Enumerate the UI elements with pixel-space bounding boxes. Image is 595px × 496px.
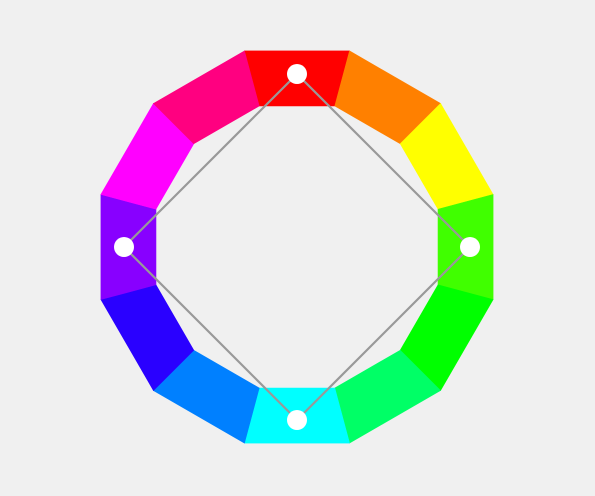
hue-handle-right[interactable] bbox=[460, 237, 480, 257]
hue-segment-11[interactable] bbox=[152, 50, 260, 145]
color-wheel-segments[interactable] bbox=[100, 50, 494, 444]
hue-handle-left[interactable] bbox=[114, 237, 134, 257]
hue-handles[interactable] bbox=[114, 64, 480, 430]
hue-handle-top[interactable] bbox=[287, 64, 307, 84]
hue-handle-bottom[interactable] bbox=[287, 410, 307, 430]
